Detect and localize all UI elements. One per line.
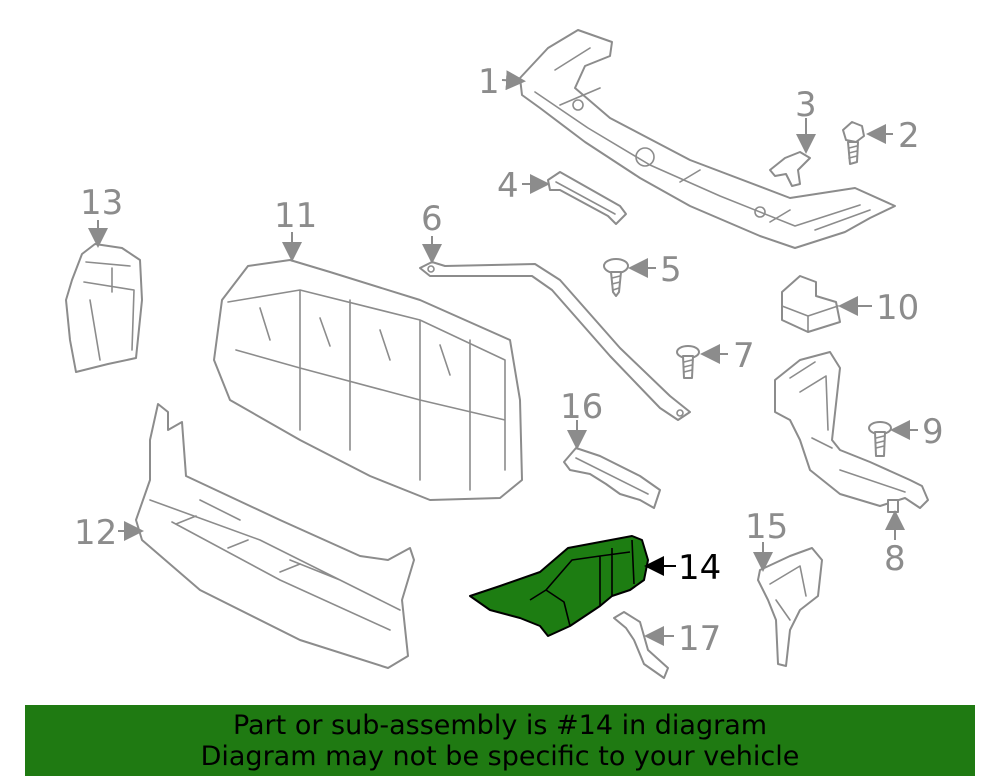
part-17-clip[interactable] xyxy=(613,611,669,679)
part-2-bolt[interactable] xyxy=(842,121,865,165)
part-15-small-duct[interactable] xyxy=(757,547,823,667)
callout-8: 8 xyxy=(884,539,906,579)
callout-13: 13 xyxy=(80,183,123,223)
part-4-bracket[interactable] xyxy=(547,171,627,225)
callout-1: 1 xyxy=(478,62,500,102)
callout-12: 12 xyxy=(74,513,117,553)
callout-7: 7 xyxy=(733,336,755,376)
info-banner: Part or sub-assembly is #14 in diagram D… xyxy=(25,705,975,776)
callout-16: 16 xyxy=(560,387,603,427)
callout-5: 5 xyxy=(660,250,682,290)
callout-10: 10 xyxy=(876,288,919,328)
part-7-bolt[interactable] xyxy=(676,345,700,379)
part-3-clip[interactable] xyxy=(769,151,811,187)
callout-9: 9 xyxy=(922,412,944,452)
callout-11: 11 xyxy=(274,196,317,236)
part-13-side-duct[interactable] xyxy=(65,243,143,373)
callout-4: 4 xyxy=(497,166,519,206)
callout-2: 2 xyxy=(898,116,920,156)
part-1-upper-support[interactable] xyxy=(519,29,896,249)
part-12-lower-guide[interactable] xyxy=(135,403,415,669)
part-8-side-bracket[interactable] xyxy=(774,351,929,513)
callout-14: 14 xyxy=(678,548,721,588)
part-9-bolt[interactable] xyxy=(868,421,892,457)
part-10-block[interactable] xyxy=(781,275,841,333)
banner-line-2: Diagram may not be specific to your vehi… xyxy=(200,741,800,772)
part-14-highlighted-duct[interactable] xyxy=(469,535,649,637)
callout-3: 3 xyxy=(795,85,817,125)
banner-line-1: Part or sub-assembly is #14 in diagram xyxy=(232,710,768,741)
parts-diagram: 1 2 3 4 5 6 7 xyxy=(65,29,944,679)
part-11-air-duct[interactable] xyxy=(213,259,523,501)
part-5-screw[interactable] xyxy=(603,258,629,297)
callout-17: 17 xyxy=(678,619,721,659)
part-16-seal[interactable] xyxy=(563,447,661,509)
part-14-shape xyxy=(469,535,649,637)
part-6-brace[interactable] xyxy=(419,261,691,421)
callout-15: 15 xyxy=(745,507,788,547)
callout-6: 6 xyxy=(421,199,443,239)
